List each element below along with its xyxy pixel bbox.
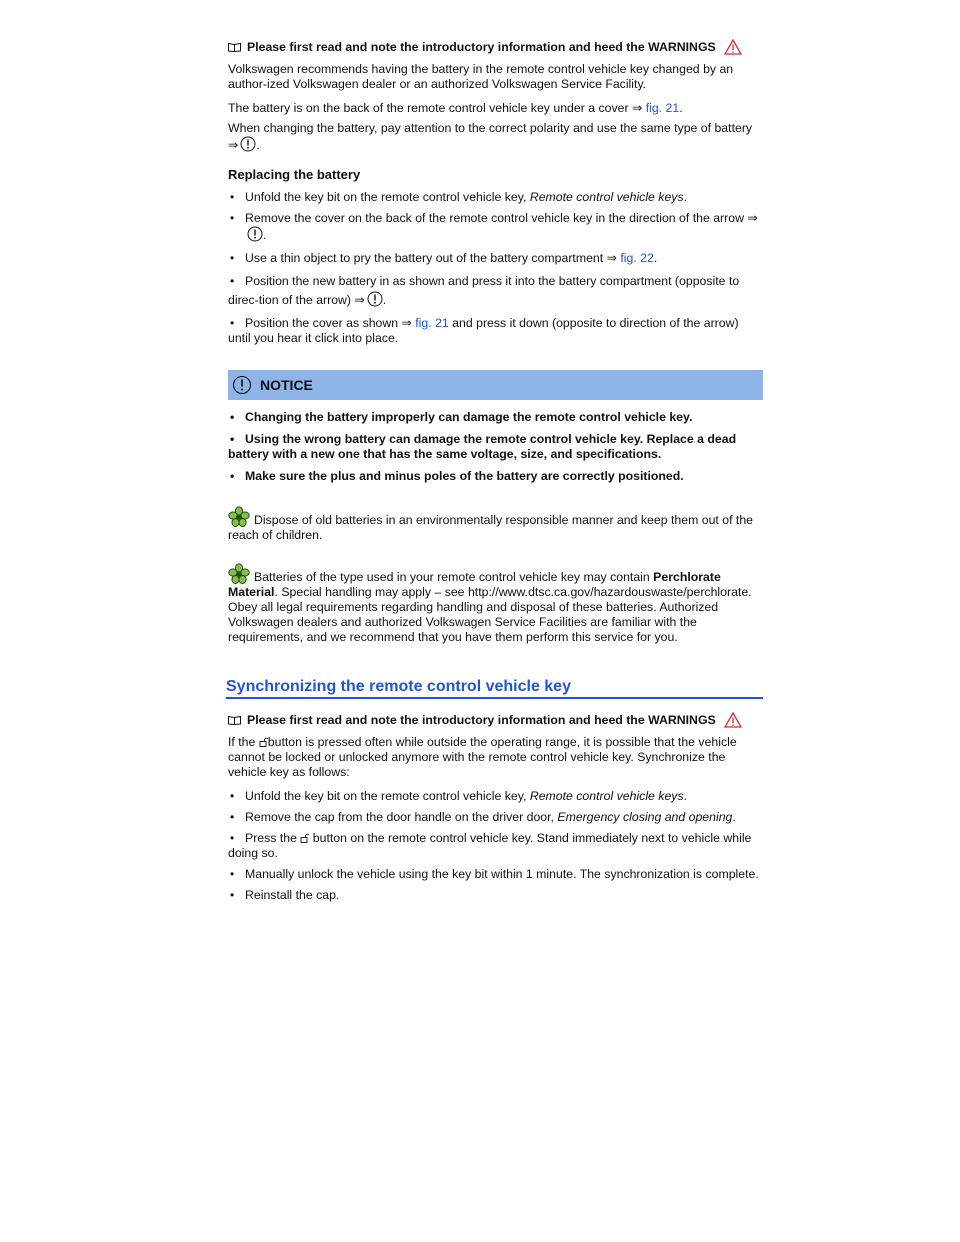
list-item: Reinstall the cap. [228, 888, 763, 903]
manual-page: Please first read and note the introduct… [226, 36, 763, 909]
list-item: Position the cover as shown ⇒ fig. 21 an… [228, 316, 763, 346]
step-text: Position the cover as shown ⇒ [245, 316, 412, 330]
sync-steps-list: Unfold the key bit on the remote control… [228, 789, 763, 903]
step-end: . [653, 251, 658, 265]
step-text: Unfold the key bit on the remote control… [245, 190, 530, 204]
fig-21-link[interactable]: fig. 21 [645, 101, 680, 115]
notice-item: Make sure the plus and minus poles of th… [228, 469, 763, 484]
list-item: Remove the cover on the back of the remo… [228, 211, 763, 243]
battery-location-paragraph: The battery is on the back of the remote… [228, 101, 763, 116]
notice-banner: NOTICE [228, 370, 763, 400]
list-item: Unfold the key bit on the remote control… [228, 789, 763, 804]
step-text: Press the [245, 831, 301, 845]
list-item: Position the new battery in as shown and… [228, 272, 763, 310]
list-item: Remove the cap from the door handle on t… [228, 810, 763, 825]
step-text: Remove the cover on the back of the remo… [245, 211, 758, 225]
replacing-steps-list: Unfold the key bit on the remote control… [228, 190, 763, 346]
step-rest: button on the remote control vehicle key… [228, 831, 752, 860]
recommendation-paragraph: Volkswagen recommends having the battery… [228, 62, 734, 91]
battery-location-text: The battery is on the back of the remote… [228, 101, 643, 115]
step-text: Unfold the key bit on the remote control… [245, 789, 530, 803]
environment-note-2: Batteries of the type used in your remot… [228, 563, 763, 645]
step-text: Position the new battery in as shown and… [228, 274, 740, 307]
sync-intro-text: If the [228, 735, 259, 749]
flower-icon [228, 506, 250, 527]
list-item: Unfold the key bit on the remote control… [228, 190, 763, 205]
replacing-battery-heading: Replacing the battery [228, 167, 361, 182]
fig-21-link[interactable]: fig. 21 [415, 316, 449, 330]
step-end: . [263, 228, 267, 242]
list-item: Manually unlock the vehicle using the ke… [228, 867, 763, 882]
notice-label: NOTICE [260, 376, 313, 393]
intro-note-text: Please first read and note the introduct… [247, 712, 716, 727]
step-end: and press it down (opposite to direction… [228, 316, 739, 345]
warning-triangle-icon[interactable] [723, 712, 742, 728]
exclamation-circle-icon[interactable] [247, 226, 263, 242]
notice-item: Changing the battery improperly can dama… [228, 410, 763, 425]
perchlorate-term: Perchlorate Material [228, 570, 721, 599]
environment-note-1: Dispose of old batteries in an environme… [228, 506, 763, 543]
sync-intro-paragraph: If the button is pressed often while out… [228, 735, 763, 780]
notice-item: Using the wrong battery can damage the r… [228, 432, 763, 462]
list-item: Press the button on the remote control v… [228, 831, 763, 861]
book-icon [228, 42, 241, 52]
step-text: Use a thin object to pry the battery out… [245, 251, 617, 265]
exclamation-circle-icon[interactable] [240, 136, 256, 152]
polarity-arrow: ⇒ [228, 138, 239, 152]
unlock-icon [259, 737, 268, 747]
sync-intro-rest: button is pressed often while outside th… [228, 735, 737, 779]
step-end: . [732, 810, 736, 824]
fig-22-link[interactable]: fig. 22 [620, 251, 654, 265]
polarity-paragraph: When changing the battery, pay attention… [228, 121, 763, 153]
environment-note-2-text: Batteries of the type used in your remot… [254, 570, 654, 584]
list-item: Use a thin object to pry the battery out… [228, 251, 763, 266]
exclamation-circle-icon[interactable] [367, 291, 383, 307]
flower-icon [228, 563, 250, 584]
environment-note-2-rest: . Special handling may apply – see http:… [228, 585, 752, 644]
intro-note-text: Please first read and note the introduct… [247, 39, 716, 54]
environment-note-1-text: Dispose of old batteries in an environme… [228, 513, 754, 542]
polarity-end: . [256, 138, 260, 152]
polarity-text: When changing the battery, pay attention… [228, 121, 753, 135]
intro-note: Please first read and note the introduct… [228, 36, 763, 58]
step-end: . [382, 293, 387, 307]
step-xref[interactable]: Remote control vehicle keys [529, 190, 684, 204]
warning-triangle-icon[interactable] [723, 39, 742, 55]
step-xref[interactable]: Emergency closing and opening [557, 810, 733, 824]
step-xref[interactable]: Remote control vehicle keys [529, 789, 684, 803]
notice-list: Changing the battery improperly can dama… [228, 410, 763, 484]
step-end: . [683, 789, 688, 803]
step-text: Remove the cap from the door handle on t… [245, 810, 558, 824]
step-end: . [683, 190, 688, 204]
section-heading: Synchronizing the remote control vehicle… [226, 679, 763, 699]
book-icon [228, 715, 241, 725]
battery-location-end: . [679, 101, 683, 115]
exclamation-circle-icon [232, 375, 252, 395]
unlock-icon [300, 833, 310, 843]
intro-note: Please first read and note the introduct… [228, 709, 763, 731]
